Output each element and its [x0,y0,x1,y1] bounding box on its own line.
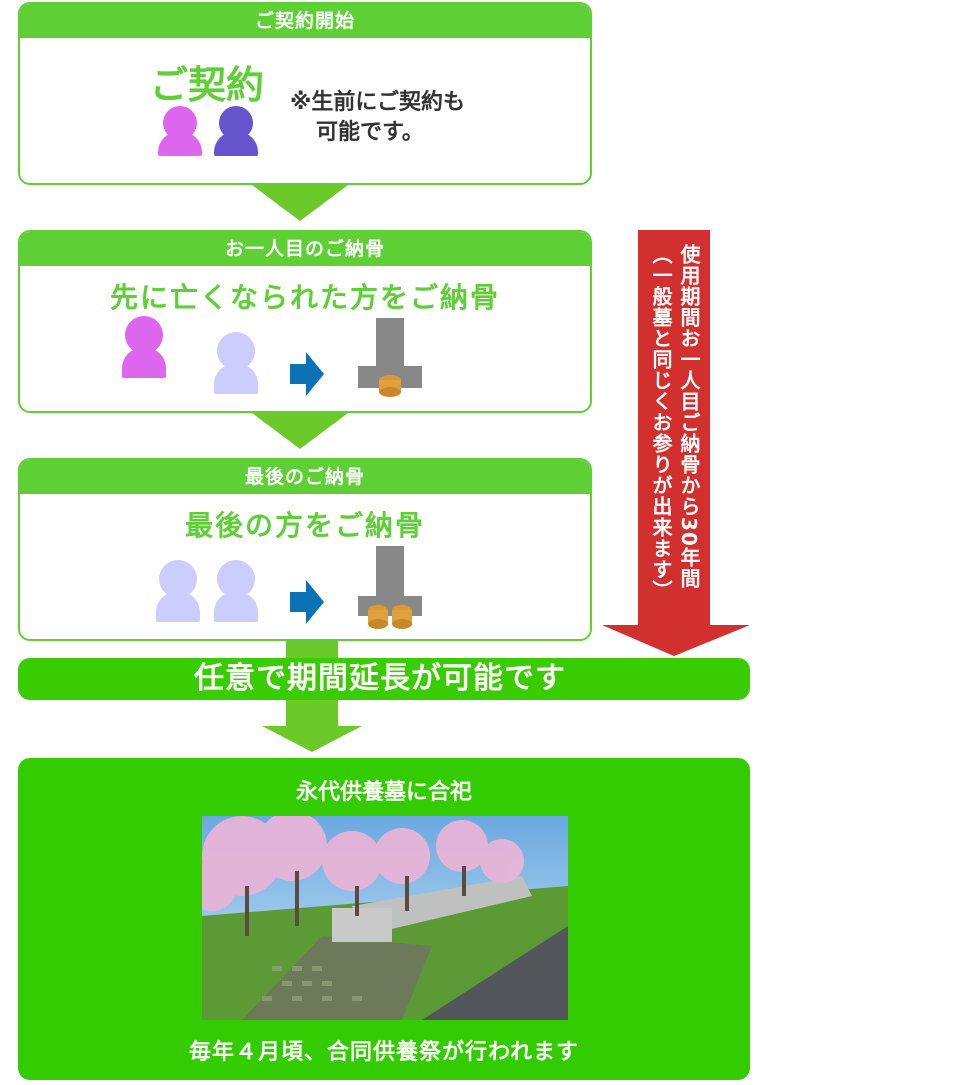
eternal-memorial-header: 永代供養墓に合祀 [295,780,472,805]
extension-bar-label: 任意で期間延長が可能です [194,661,566,696]
eternal-memorial-box: 永代供養墓に合祀 [18,758,750,1080]
person-magenta-icon [122,316,166,380]
step-last-burial-title: 最後の方をご納骨 [184,509,425,542]
cemetery-photo [202,816,568,1020]
usage-period-red-arrow [602,230,750,656]
usage-period-text-line2: （一般墓と同じくお参りが出来ます） [649,244,673,601]
right-arrow-icon [290,580,324,624]
step-contract-header: ご契約開始 [20,4,590,38]
connector-stem-top [286,641,338,661]
step-first-burial-box: お一人目のご納骨 先に亡くなられた方をご納骨 [18,230,592,413]
grave-stone-two-urns-icon [358,546,422,629]
flow-arrow-1 [252,185,348,221]
person-purple-icon [214,106,258,158]
eternal-memorial-footer: 毎年４月頃、合同供養祭が行われます [189,1040,579,1065]
step-contract-note-line1: ※生前にご契約も [290,90,465,115]
person-lavender-icon [214,560,258,624]
step-last-burial-header: 最後のご納骨 [20,460,590,494]
step-last-burial-box: 最後のご納骨 最後の方をご納骨 [18,458,592,641]
person-lavender-icon [156,560,200,624]
person-lavender-icon [214,332,258,396]
step-contract-title: ご契約 [150,63,265,107]
person-magenta-icon [158,106,202,158]
right-arrow-icon [290,352,324,396]
usage-period-text-line1: 使用期間お一人目ご納骨から30年間 [677,244,701,589]
step-contract-note-line2: 可能です。 [316,120,424,145]
flow-arrow-3 [262,700,362,752]
step-first-burial-header: お一人目のご納骨 [20,232,590,266]
step-first-burial-title: 先に亡くなられた方をご納骨 [109,281,500,314]
flow-arrow-2 [252,413,348,449]
extension-bar: 任意で期間延長が可能です [18,658,750,700]
grave-stone-icon [358,318,422,397]
step-contract-box: ご契約開始 ご契約 ※生前にご契約も 可能です。 [18,2,592,185]
